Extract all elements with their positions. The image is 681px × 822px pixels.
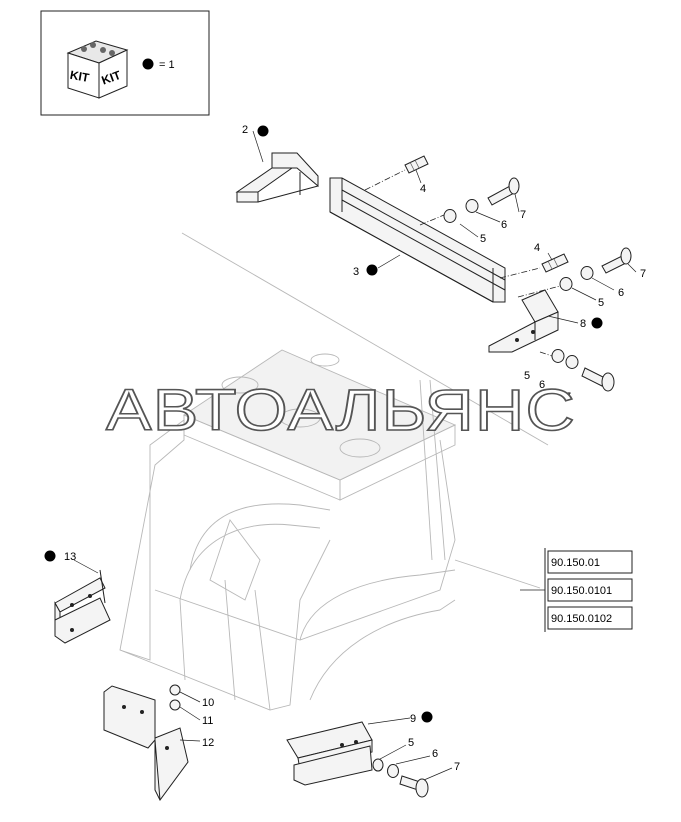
callout-6c: 6 bbox=[539, 379, 545, 391]
fastener-stud-4a bbox=[404, 155, 429, 174]
dot-3 bbox=[366, 264, 378, 276]
washer-5d bbox=[372, 758, 384, 772]
callout-6d: 6 bbox=[432, 748, 438, 760]
dot-9 bbox=[421, 711, 433, 723]
callout-4b: 4 bbox=[534, 242, 540, 254]
callout-4a: 4 bbox=[420, 183, 426, 195]
callout-12: 12 bbox=[202, 737, 214, 749]
rail-part-3 bbox=[329, 177, 506, 303]
reference-box-1 bbox=[547, 550, 633, 574]
callout-dots bbox=[44, 125, 603, 723]
dot-2 bbox=[257, 125, 269, 137]
washer-5c bbox=[551, 349, 565, 363]
nut-6c bbox=[565, 355, 579, 369]
reference-1: 90.150.01 bbox=[551, 557, 600, 569]
callout-5d: 5 bbox=[408, 737, 414, 749]
bracket-part-8 bbox=[488, 289, 559, 353]
kit-label-left: KIT bbox=[69, 68, 91, 85]
washer-5b bbox=[559, 277, 573, 291]
dot-8 bbox=[591, 317, 603, 329]
bracket-part-9 bbox=[286, 721, 373, 786]
callout-11: 11 bbox=[202, 715, 213, 727]
callout-10: 10 bbox=[202, 697, 214, 709]
fastener-stud-4b bbox=[541, 253, 569, 273]
callout-7a: 7 bbox=[520, 209, 526, 221]
reference-box-2 bbox=[547, 578, 633, 602]
reference-3: 90.150.0102 bbox=[551, 613, 612, 625]
bolt-7b bbox=[601, 247, 632, 274]
callout-3: 3 bbox=[353, 266, 359, 278]
dot-13 bbox=[44, 550, 56, 562]
washer-10 bbox=[169, 684, 181, 696]
callout-5b: 5 bbox=[598, 297, 604, 309]
callout-5a: 5 bbox=[480, 233, 486, 245]
callout-8: 8 bbox=[580, 318, 586, 330]
kit-label-right: KIT bbox=[100, 68, 124, 88]
reference-boxes: 90.150.01 90.150.0101 90.150.0102 bbox=[544, 548, 633, 632]
callout-6a: 6 bbox=[501, 219, 507, 231]
reference-2: 90.150.0101 bbox=[551, 585, 612, 597]
reference-box-3 bbox=[547, 606, 633, 630]
callout-9: 9 bbox=[410, 713, 416, 725]
bracket-part-12 bbox=[103, 685, 189, 801]
watermark: АВТОАЛЬЯНС bbox=[106, 378, 576, 443]
callout-numbers: 2 3 4 5 6 7 4 7 6 5 8 5 6 7 13 10 11 12 … bbox=[64, 124, 646, 773]
alignment-lines bbox=[364, 169, 561, 357]
leader-lines bbox=[73, 130, 637, 781]
callout-13: 13 bbox=[64, 551, 76, 563]
cab-outline bbox=[119, 232, 549, 711]
kit-legend: KIT KIT = 1 bbox=[40, 10, 210, 116]
kit-dot-icon bbox=[142, 58, 154, 70]
bolt-7d bbox=[399, 775, 429, 798]
callout-7b: 7 bbox=[640, 268, 646, 280]
callout-2: 2 bbox=[242, 124, 248, 136]
callout-7d: 7 bbox=[454, 761, 460, 773]
washer-5a bbox=[443, 209, 457, 223]
bracket-part-2 bbox=[235, 152, 319, 203]
nut-6a bbox=[465, 199, 479, 213]
callout-7c: 7 bbox=[565, 391, 571, 403]
bolt-7c bbox=[581, 367, 615, 392]
bracket-part-13 bbox=[54, 569, 111, 644]
nut-6d bbox=[387, 764, 399, 778]
kit-box-icon: KIT KIT bbox=[66, 40, 129, 99]
callout-6b: 6 bbox=[618, 287, 624, 299]
washer-11 bbox=[169, 699, 181, 711]
bolt-7a bbox=[487, 177, 520, 206]
nut-6b bbox=[580, 266, 594, 280]
kit-equation: = 1 bbox=[159, 59, 175, 71]
callout-5c: 5 bbox=[524, 370, 530, 382]
